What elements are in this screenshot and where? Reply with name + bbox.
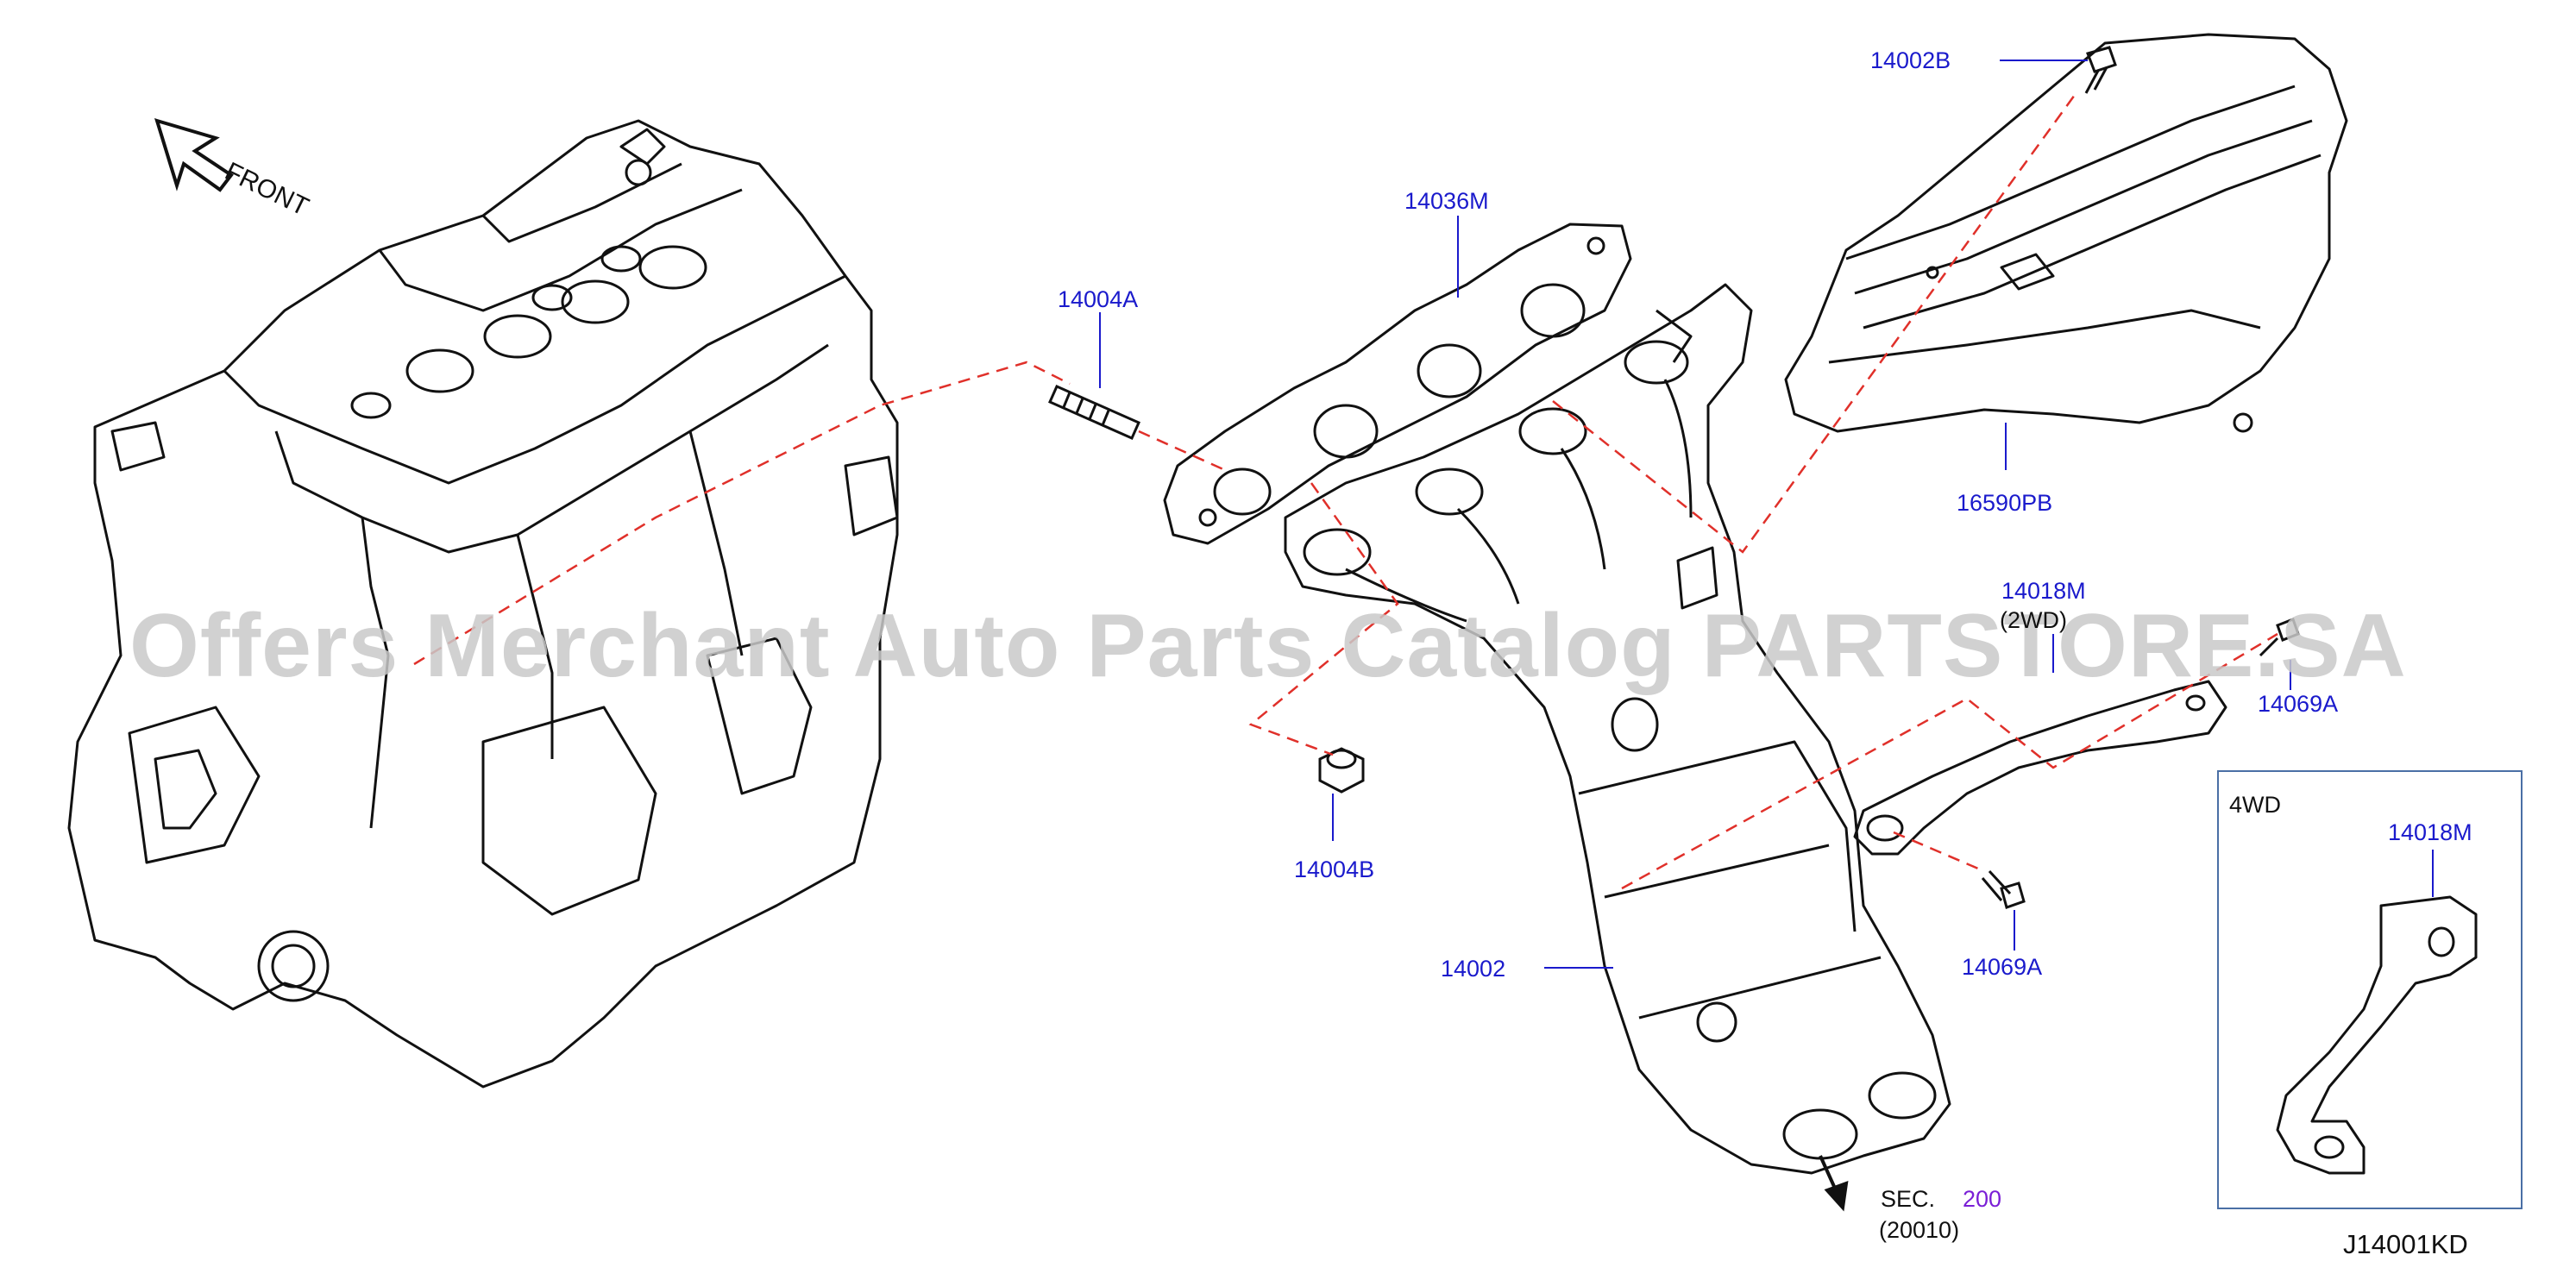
- bracket-14018M: [1853, 680, 2227, 856]
- heat-shield-16590PB: [1784, 33, 2348, 433]
- section-ref-prefix: SEC.: [1881, 1186, 1936, 1212]
- callout-14018M[interactable]: 14018M: [2001, 578, 2086, 604]
- front-arrow-icon: [154, 118, 234, 192]
- diagram-code: J14001KD: [2343, 1229, 2468, 1259]
- assembly-dashed-lines: [413, 94, 2278, 890]
- stud-14004A-icon: [1048, 385, 1140, 440]
- callout-14069A-lower[interactable]: 14069A: [1962, 954, 2043, 980]
- section-ref-subcode: (20010): [1879, 1217, 1960, 1243]
- callout-14018M-4wd[interactable]: 14018M: [2388, 819, 2472, 845]
- callout-leader-lines: [1099, 60, 2434, 969]
- callout-14004A[interactable]: 14004A: [1058, 286, 1139, 312]
- gasket-14036M: [1163, 223, 1632, 545]
- callout-14036M[interactable]: 14036M: [1404, 188, 1489, 214]
- bolt-14069A-upper-icon: [2259, 618, 2300, 657]
- callout-14002B[interactable]: 14002B: [1870, 47, 1951, 73]
- engine-assembly: [67, 119, 899, 1089]
- callout-16590PB[interactable]: 16590PB: [1957, 490, 2053, 516]
- callout-14002[interactable]: 14002: [1441, 956, 1506, 982]
- variant-2wd-label: (2WD): [2000, 607, 2067, 633]
- section-ref-link[interactable]: 200: [1963, 1186, 2002, 1212]
- nut-14004B-icon: [1318, 747, 1365, 794]
- bracket-14018M-4wd: [2276, 895, 2478, 1175]
- callout-14069A-upper[interactable]: 14069A: [2258, 691, 2339, 717]
- bolt-14069A-lower-icon: [1981, 869, 2026, 909]
- callout-14004B[interactable]: 14004B: [1294, 856, 1375, 882]
- watermark-text: Offers Merchant Auto Parts Catalog PARTS…: [129, 596, 2407, 696]
- 4wd-inset-frame: [2217, 770, 2523, 1209]
- variant-4wd-label: 4WD: [2229, 792, 2281, 818]
- exhaust-manifold-14002: [1284, 283, 1951, 1175]
- sec-arrow-icon: [1819, 1155, 1849, 1212]
- bolt-14002B-icon: [2084, 46, 2117, 94]
